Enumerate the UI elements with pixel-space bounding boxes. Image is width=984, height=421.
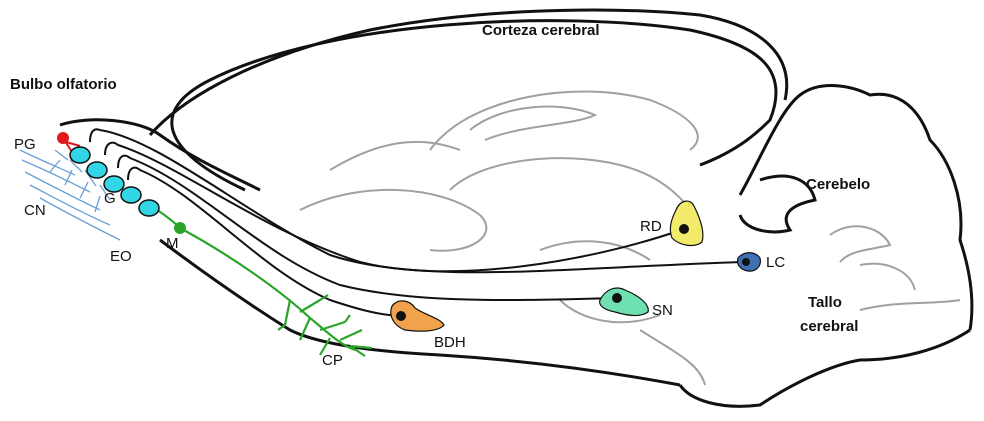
glomerulus (121, 187, 141, 203)
cortex-outline (172, 21, 776, 190)
cerebellum-folia-2 (860, 264, 915, 290)
fornix-line (330, 142, 460, 170)
bdh-cell (396, 311, 406, 321)
cerebellum-folia-1 (830, 226, 890, 262)
cp-branches (278, 295, 372, 356)
label-sn: SN (652, 302, 673, 319)
inner-anatomy (300, 92, 960, 385)
thalamus-line (450, 158, 700, 230)
brain-outline (60, 10, 972, 406)
pons-line (640, 330, 705, 385)
label-eo: EO (110, 248, 132, 265)
sn-cell (612, 293, 622, 303)
rd-nucleus (670, 201, 703, 245)
mitral-cell (174, 222, 186, 234)
sn-nucleus (600, 288, 649, 315)
label-m: M (166, 235, 179, 252)
label-cerebral: cerebral (800, 318, 858, 335)
glomerulus (87, 162, 107, 178)
axon-to-lc (90, 129, 742, 272)
hippocampus-line (470, 107, 595, 140)
label-tallo: Tallo (808, 294, 842, 311)
label-rd: RD (640, 218, 662, 235)
brainstem-line (860, 300, 960, 310)
glomerulus (70, 147, 90, 163)
cerebellum-outline (740, 86, 972, 330)
lc-cell (742, 258, 750, 266)
label-lc: LC (766, 254, 785, 271)
axon-to-rd (105, 143, 684, 272)
brainstem-outline (680, 330, 970, 406)
rd-cell (679, 224, 689, 234)
corpus-callosum-line (430, 92, 698, 150)
cerebellum-lobes (740, 176, 815, 232)
label-cp: CP (322, 352, 343, 369)
glomerulus (139, 200, 159, 216)
label-bulbo-olfatorio: Bulbo olfatorio (10, 76, 117, 93)
label-g: G (104, 190, 116, 207)
axon-to-sn (118, 156, 617, 300)
label-bdh: BDH (434, 334, 466, 351)
striatum-line (300, 190, 486, 251)
label-cn: CN (24, 202, 46, 219)
label-pg: PG (14, 136, 36, 153)
label-cerebelo: Cerebelo (806, 176, 870, 193)
label-corteza-cerebral: Corteza cerebral (482, 22, 600, 39)
